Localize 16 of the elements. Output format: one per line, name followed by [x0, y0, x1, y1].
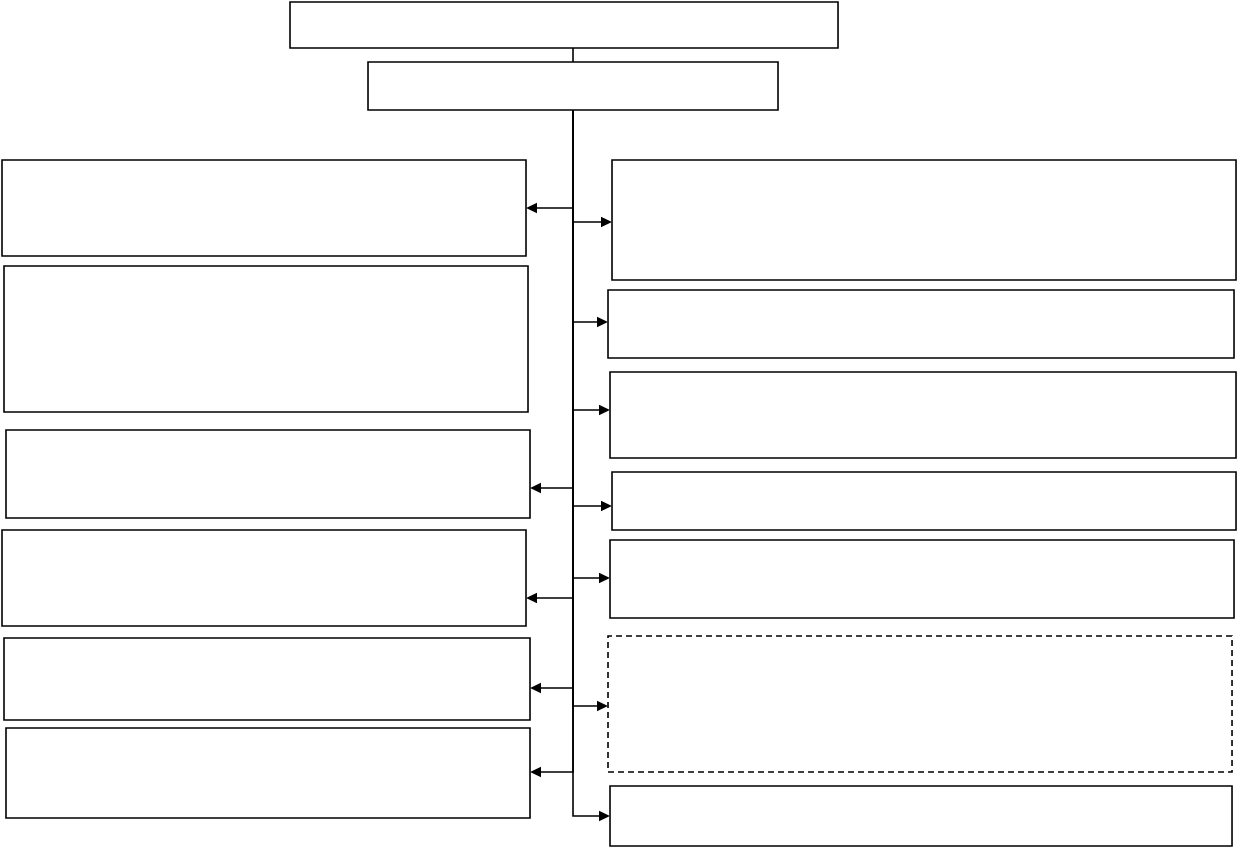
empty-box	[367, 61, 779, 111]
empty-box	[609, 539, 1235, 619]
empty-box	[1, 529, 527, 627]
empty-box	[611, 471, 1237, 531]
empty-box	[609, 785, 1233, 847]
dashed-box	[607, 635, 1233, 773]
empty-box	[609, 371, 1237, 459]
connector-line	[572, 47, 574, 63]
empty-box	[5, 429, 531, 519]
empty-box	[607, 289, 1235, 359]
empty-box	[1, 159, 527, 257]
empty-box	[611, 159, 1237, 281]
empty-box	[3, 265, 529, 413]
empty-box	[5, 727, 531, 819]
empty-box	[289, 1, 839, 49]
empty-box	[3, 637, 531, 721]
